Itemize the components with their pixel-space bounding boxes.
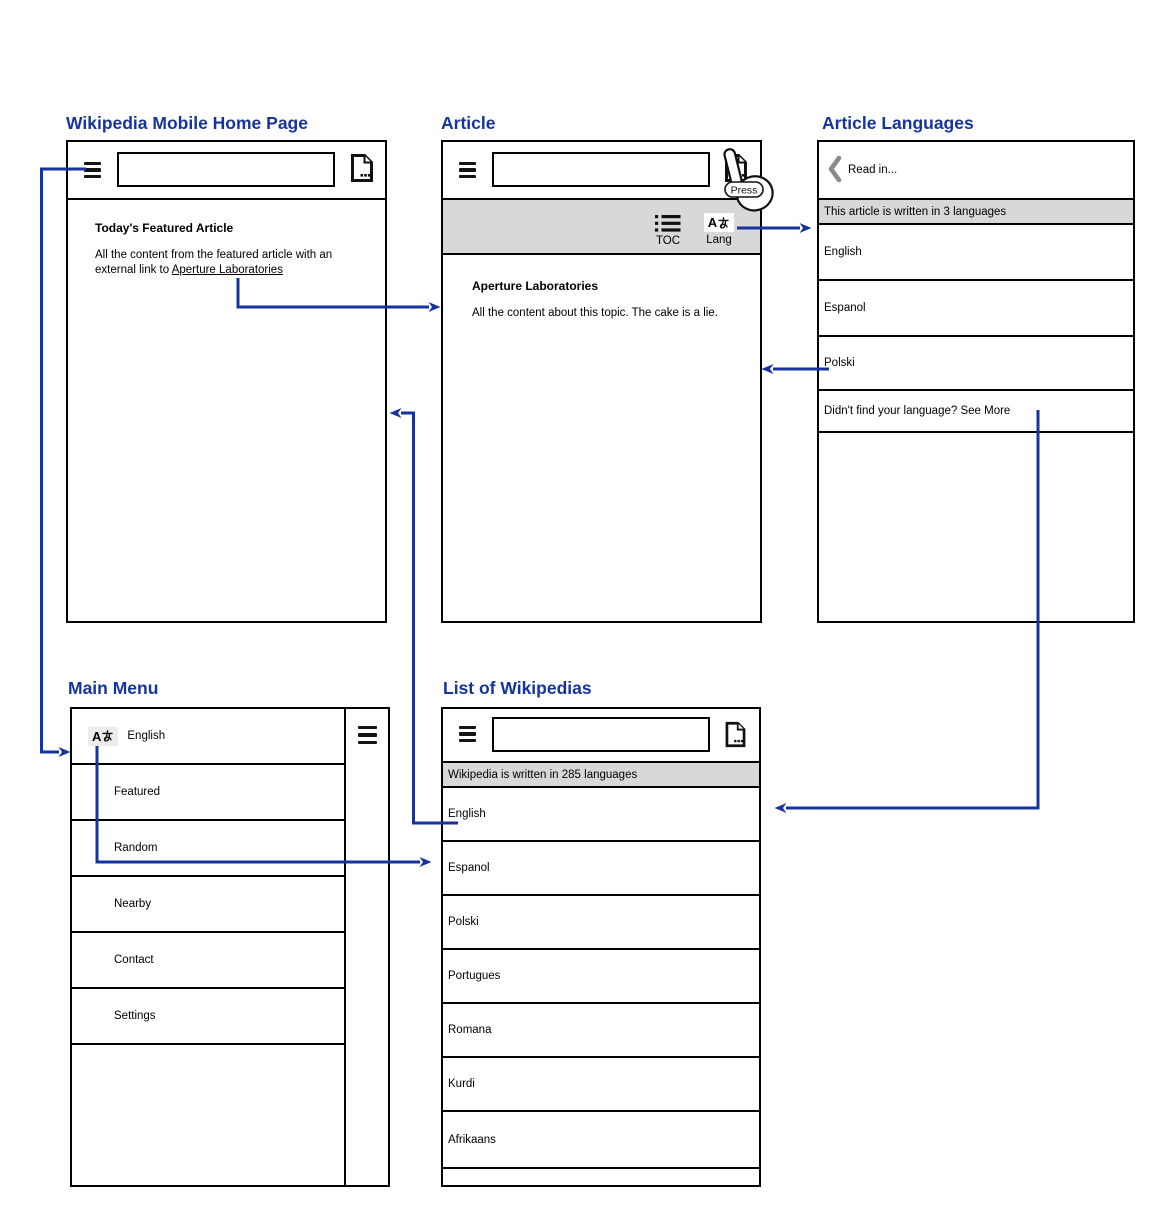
hiragana-a-icon: [102, 730, 114, 742]
see-more-row[interactable]: Didn't find your language? See More: [819, 391, 1133, 433]
language-aa-icon: A: [88, 726, 119, 746]
search-input[interactable]: [492, 717, 710, 752]
wikipedia-language-row[interactable]: Espanol: [443, 842, 759, 896]
language-label: Portugues: [448, 970, 501, 982]
list-header: [443, 709, 759, 763]
home-header: [68, 142, 385, 200]
menu-item-contact[interactable]: Contact: [72, 933, 344, 989]
language-aa-icon: A: [703, 213, 735, 232]
article-languages-header: Read in...: [819, 142, 1133, 200]
menu-item-label: Random: [114, 842, 158, 854]
article-panel-title: Article: [441, 113, 496, 133]
language-label: English: [824, 246, 862, 258]
search-input[interactable]: [492, 152, 710, 187]
aperture-laboratories-link[interactable]: Aperture Laboratories: [171, 263, 283, 276]
article-heading: Aperture Laboratories: [472, 279, 599, 293]
language-row[interactable]: English: [819, 225, 1133, 281]
language-label: Afrikaans: [448, 1133, 496, 1146]
article-header: [443, 142, 760, 200]
language-label: Polski: [824, 357, 855, 369]
article-languages-panel-title: Article Languages: [822, 113, 974, 133]
random-article-icon[interactable]: [724, 721, 747, 753]
lang-label: Lang: [706, 234, 732, 246]
language-label: Espanol: [824, 302, 866, 314]
menu-item-label: Featured: [114, 786, 161, 798]
list-of-wikipedias-panel-title: List of Wikipedias: [443, 678, 592, 698]
language-label: Kurdi: [448, 1078, 475, 1090]
menu-item-label: Settings: [114, 1010, 156, 1022]
home-page-frame: Today's Featured Article All the content…: [66, 140, 387, 623]
wikipedia-language-row[interactable]: Afrikaans: [443, 1112, 759, 1169]
hamburger-menu-icon[interactable]: [358, 726, 377, 744]
main-menu-right-column: [344, 709, 388, 1185]
menu-item-random[interactable]: Random: [72, 821, 344, 877]
language-button[interactable]: A Lang: [702, 213, 736, 246]
article-body-text: All the content about this topic. The ca…: [472, 307, 718, 319]
wikipedia-language-row[interactable]: Kurdi: [443, 1058, 759, 1112]
article-toolbar: TOC A Lang: [443, 200, 760, 255]
language-label: English: [448, 808, 486, 820]
current-language-label: English: [127, 730, 166, 742]
featured-article-text: All the content from the featured articl…: [95, 248, 353, 277]
hamburger-menu-icon[interactable]: [84, 162, 101, 178]
featured-article-heading: Today's Featured Article: [95, 221, 234, 235]
language-label: Espanol: [448, 862, 490, 874]
article-languages-frame: Read in... This article is written in 3 …: [817, 140, 1135, 623]
toc-button[interactable]: TOC: [651, 214, 685, 247]
toc-label: TOC: [655, 235, 681, 247]
menu-item-nearby[interactable]: Nearby: [72, 877, 344, 933]
menu-language-row[interactable]: A English: [72, 709, 344, 765]
wikipedia-language-row[interactable]: Romana: [443, 1004, 759, 1058]
random-article-icon[interactable]: [349, 153, 375, 188]
hiragana-a-icon: [718, 216, 729, 229]
latin-a: A: [707, 215, 718, 230]
featured-text: All the content from the featured articl…: [95, 249, 333, 276]
menu-item-featured[interactable]: Featured: [72, 765, 344, 821]
hamburger-menu-icon[interactable]: [459, 726, 476, 742]
menu-item-label: Nearby: [114, 898, 152, 910]
language-row[interactable]: Polski: [819, 337, 1133, 391]
random-article-icon[interactable]: [723, 153, 749, 188]
latin-a: A: [92, 728, 102, 744]
languages-count-banner: This article is written in 3 languages: [819, 200, 1133, 225]
hamburger-menu-icon[interactable]: [459, 162, 476, 178]
language-label: Polski: [448, 916, 479, 928]
wikipedia-language-row[interactable]: English: [443, 788, 759, 842]
home-panel-title: Wikipedia Mobile Home Page: [66, 113, 308, 133]
article-frame: TOC A Lang Aperture Laboratories All: [441, 140, 762, 623]
menu-item-label: Contact: [114, 954, 154, 966]
wikipedia-language-row[interactable]: Portugues: [443, 950, 759, 1004]
main-menu-frame: A English Featured Random Nearby Contact…: [70, 707, 390, 1187]
search-input[interactable]: [117, 152, 335, 187]
menu-item-settings[interactable]: Settings: [72, 989, 344, 1045]
wikipedias-count-banner: Wikipedia is written in 285 languages: [443, 763, 759, 788]
language-label: Romana: [448, 1024, 492, 1036]
see-more-label: Didn't find your language? See More: [824, 405, 1011, 417]
read-in-label: Read in...: [848, 164, 898, 176]
list-of-wikipedias-frame: Wikipedia is written in 285 languages En…: [441, 707, 761, 1187]
language-row[interactable]: Espanol: [819, 281, 1133, 337]
back-chevron-icon[interactable]: [827, 155, 842, 188]
wikipedia-language-row[interactable]: Polski: [443, 896, 759, 950]
toc-list-icon: [655, 215, 681, 232]
main-menu-panel-title: Main Menu: [68, 678, 159, 698]
